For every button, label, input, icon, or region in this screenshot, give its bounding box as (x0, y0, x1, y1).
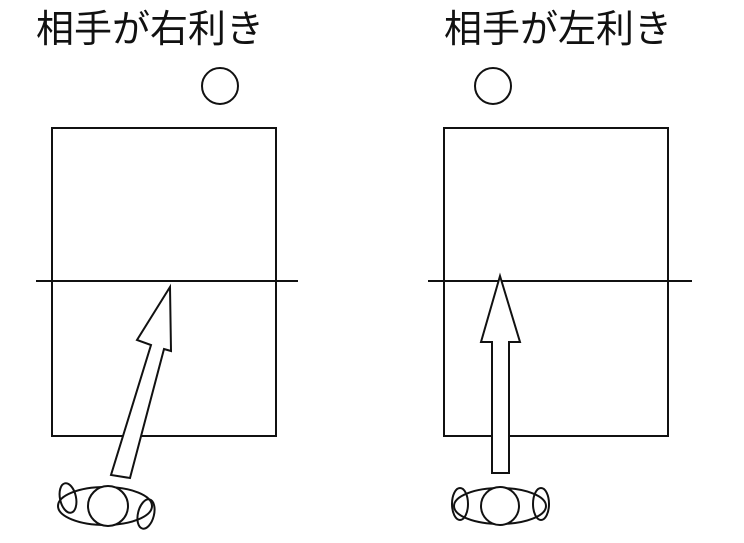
player-right-hand (532, 487, 550, 521)
shot-arrow-diagonal (109, 283, 173, 480)
player-figure (451, 486, 550, 526)
player-head (87, 485, 129, 527)
panel-title-left-handed: 相手が左利き (444, 7, 673, 51)
player-head (480, 486, 520, 526)
shot-arrow-straight (479, 272, 522, 474)
player-left-hand (58, 482, 78, 514)
panel-right-handed (36, 67, 298, 530)
opponent-marker (474, 67, 512, 105)
player-right-hand (136, 498, 156, 530)
opponent-marker (201, 67, 239, 105)
panel-title-right-handed: 相手が右利き (36, 7, 265, 51)
player-left-hand (451, 487, 469, 521)
player-figure (57, 482, 156, 530)
panel-left-handed (428, 67, 692, 526)
